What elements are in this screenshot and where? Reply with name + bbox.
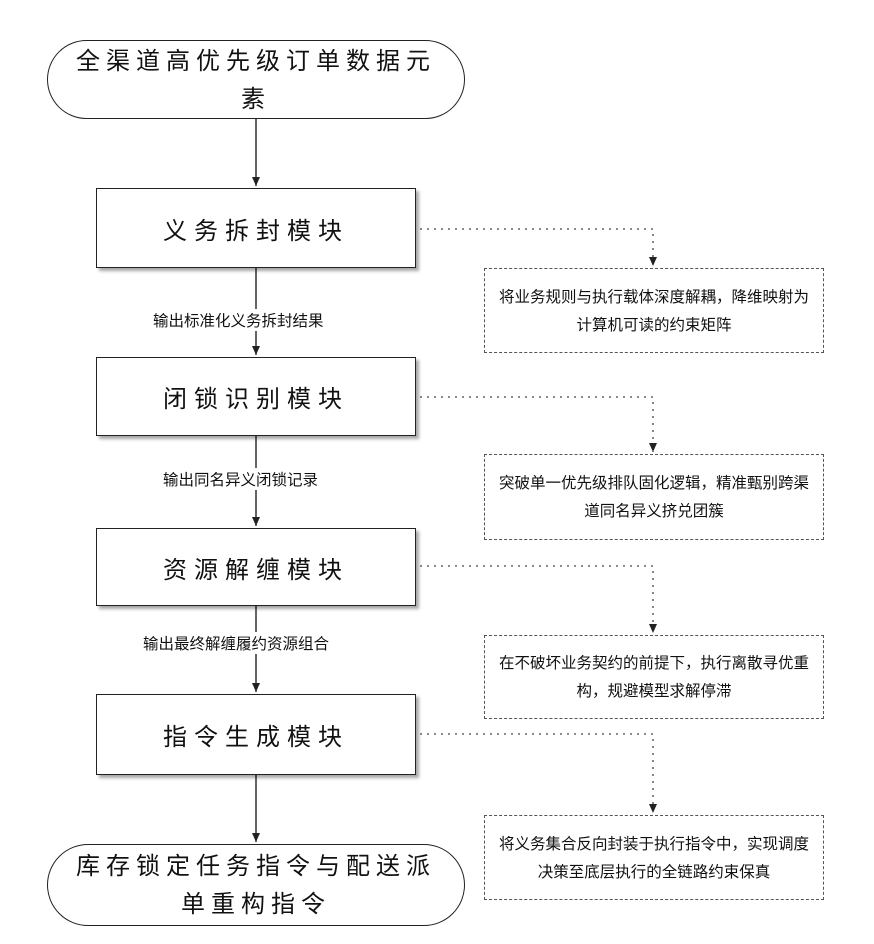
module-instruction-generation: 指令生成模块	[96, 694, 416, 775]
dotted-connector-note-1	[420, 229, 653, 266]
note-module-1: 将业务规则与执行载体深度解耦，降维映射为计算机可读的约束矩阵	[484, 268, 824, 353]
module-resource-disentanglement: 资源解缠模块	[96, 528, 416, 606]
note-module-2: 突破单一优先级排队固化逻辑，精准甄别跨渠道同名异义挤兑团簇	[484, 454, 824, 540]
dotted-connector-note-2	[420, 397, 653, 452]
note-module-3: 在不破坏业务契约的前提下，执行离散寻优重构，规避模型求解停滞	[484, 635, 824, 719]
edge-label-2: 输出同名异义闭锁记录	[161, 468, 320, 490]
module-lock-identification: 闭锁识别模块	[96, 357, 416, 436]
dotted-connector-note-4	[420, 734, 653, 813]
edge-label-3: 输出最终解缠履约资源组合	[141, 632, 331, 654]
dotted-connector-note-3	[420, 566, 653, 633]
end-terminal: 库存锁定任务指令与配送派单重构指令	[47, 844, 465, 926]
edge-label-1: 输出标准化义务拆封结果	[151, 309, 326, 331]
note-module-4: 将义务集合反向封装于执行指令中，实现调度决策至底层执行的全链路约束保真	[484, 815, 824, 900]
start-terminal: 全渠道高优先级订单数据元素	[47, 40, 465, 119]
module-obligation-unsealing: 义务拆封模块	[96, 188, 416, 268]
